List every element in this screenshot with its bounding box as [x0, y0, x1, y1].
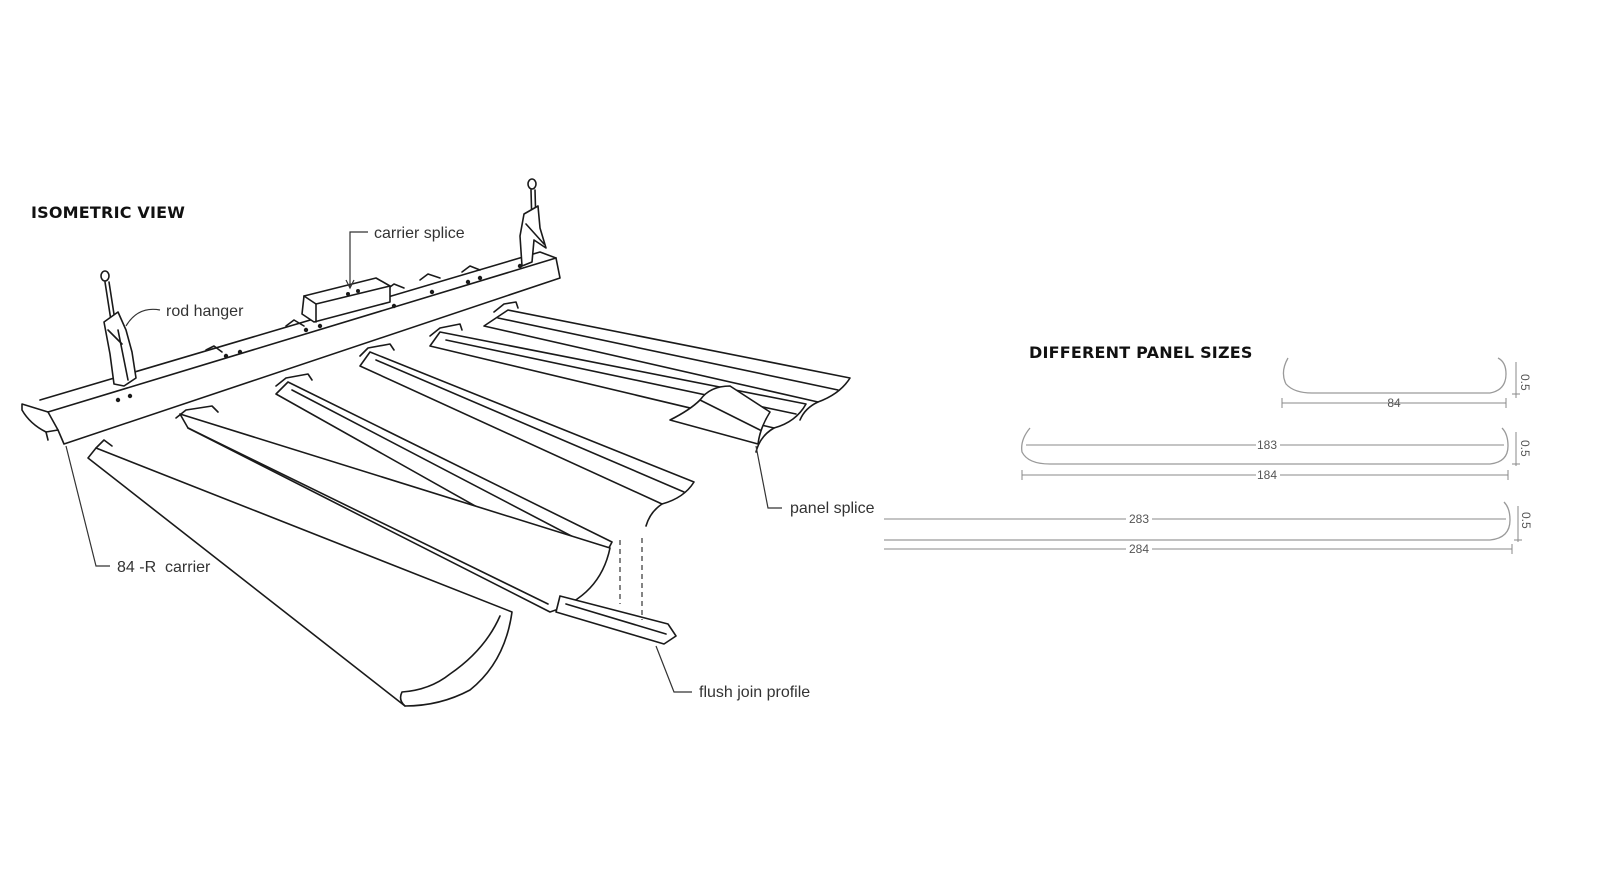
linear-panel — [359, 351, 695, 527]
panel-profile-84: 84 0.5 — [1281, 357, 1532, 410]
dim-284-height: 0.5 — [1519, 512, 1533, 529]
dim-284-inner: 283 — [1129, 512, 1149, 526]
dim-284-outer: 284 — [1129, 542, 1149, 556]
leader-panel-splice — [755, 445, 782, 509]
linear-panel — [483, 309, 851, 421]
carrier-rail — [21, 251, 561, 449]
linear-panel — [87, 447, 513, 707]
panel-splice — [669, 385, 771, 445]
label-rod-hanger: rod hanger — [166, 303, 244, 320]
isometric-view-title: ISOMETRIC VIEW — [31, 203, 185, 222]
dim-184-inner: 183 — [1257, 438, 1277, 452]
label-carrier-splice: carrier splice — [374, 225, 465, 242]
rod-hanger-left — [100, 270, 137, 387]
rod-hanger-right — [519, 178, 547, 267]
leader-carrier-splice — [349, 231, 368, 288]
arrow-carrier-splice — [345, 279, 355, 290]
dim-84-outer: 84 — [1387, 396, 1401, 410]
dim-184-outer: 184 — [1257, 468, 1277, 482]
dim-84-height: 0.5 — [1518, 374, 1532, 391]
leader-flush-join — [655, 645, 692, 693]
leader-rod-hanger — [125, 308, 161, 327]
label-flush-join-profile: flush join profile — [699, 684, 810, 701]
dim-184-height: 0.5 — [1518, 440, 1532, 457]
label-carrier: 84 -R carrier — [117, 559, 211, 576]
linear-panel — [179, 413, 611, 613]
flush-join-profile — [555, 538, 677, 645]
panel-profile-184: 183 184 0.5 — [1021, 427, 1532, 482]
leader-carrier — [65, 445, 110, 567]
isometric-drawing: carrier splice rod hanger panel splice 8… — [21, 178, 875, 707]
panel-sizes-title: DIFFERENT PANEL SIZES — [1029, 343, 1253, 362]
panel-profile-284: 283 284 0.5 — [884, 501, 1533, 556]
carrier-splice — [301, 277, 391, 323]
label-panel-splice: panel splice — [790, 500, 875, 517]
